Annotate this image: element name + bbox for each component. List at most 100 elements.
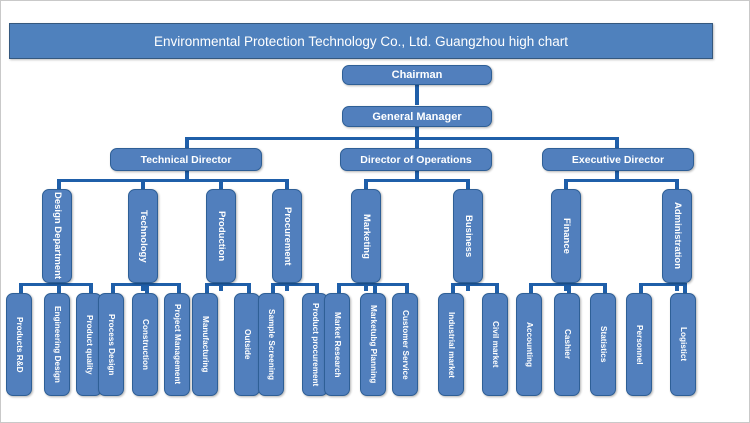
connector-drop-product-quality: [89, 283, 93, 294]
connector-chairman-to-gm: [415, 83, 419, 105]
node-customer-service-label: Customer Service: [401, 309, 411, 380]
connector-production-bus: [205, 283, 251, 286]
connector-dop-bus: [364, 179, 470, 182]
node-market-research-label: Market Research: [333, 311, 343, 378]
connector-ed-bus: [564, 179, 679, 182]
node-product-procurement[interactable]: Product procurement: [302, 293, 328, 396]
connector-td-bus: [57, 179, 289, 182]
connector-drop-personnel: [639, 283, 643, 294]
node-personnel-label: Personnel: [635, 324, 645, 365]
node-outside[interactable]: Outside: [234, 293, 260, 396]
node-marketing-label: Marketing: [360, 213, 372, 259]
connector-drop-business: [466, 179, 470, 191]
node-process-design-label: Process Design: [107, 313, 117, 376]
connector-drop-market-research: [337, 283, 341, 294]
connector-drop-process-design: [111, 283, 115, 294]
connector-drop-engineering-design: [57, 283, 61, 294]
connector-gm-down: [415, 127, 419, 139]
node-construction-label: Construction: [141, 319, 151, 370]
node-personnel[interactable]: Personnel: [626, 293, 652, 396]
connector-finance-down: [564, 283, 568, 291]
connector-dop-down: [415, 171, 419, 181]
connector-drop-finance: [564, 179, 568, 191]
node-administration[interactable]: Administration: [662, 189, 692, 283]
node-project-management[interactable]: Project Management: [164, 293, 190, 396]
node-marketing[interactable]: Marketing: [351, 189, 381, 283]
node-administration-label: Administration: [671, 202, 683, 270]
node-project-management-label: Project Management: [173, 304, 183, 385]
connector-business-down: [466, 283, 470, 291]
node-finance[interactable]: Finance: [551, 189, 581, 283]
connector-administration-down: [675, 283, 679, 291]
node-executive-director[interactable]: Executive Director: [542, 148, 694, 171]
node-procurement[interactable]: Procurement: [272, 189, 302, 283]
node-manufacturing[interactable]: Manufacturing: [192, 293, 218, 396]
connector-drop-operations-director: [415, 137, 419, 152]
node-technical-director[interactable]: Technical Director: [110, 148, 262, 171]
node-civil-market[interactable]: Civil market: [482, 293, 508, 396]
node-logistics[interactable]: Logistict: [670, 293, 696, 396]
connector-business-bus: [451, 283, 499, 286]
node-sample-screening[interactable]: Sample Screening: [258, 293, 284, 396]
node-construction[interactable]: Construction: [132, 293, 158, 396]
node-marketing-planning[interactable]: Marketubg Planning: [360, 293, 386, 396]
node-engineering-design-label: Engineering Design: [53, 306, 63, 383]
node-business[interactable]: Business: [453, 189, 483, 283]
connector-drop-logistics: [683, 283, 687, 294]
connector-administration-bus: [639, 283, 687, 286]
connector-drop-construction: [145, 283, 149, 294]
node-design-department[interactable]: Design Department: [42, 189, 72, 283]
chart-title-text: Environmental Protection Technology Co.,…: [153, 33, 568, 49]
node-chairman[interactable]: Chairman: [342, 65, 492, 85]
connector-drop-industrial-market: [451, 283, 455, 294]
connector-drop-technology: [141, 179, 145, 191]
node-chairman-label: Chairman: [391, 69, 443, 81]
connector-td-down: [185, 171, 189, 181]
node-statistics[interactable]: Statistics: [590, 293, 616, 396]
connector-drop-outside: [247, 283, 251, 294]
node-accounting[interactable]: Accounting: [516, 293, 542, 396]
node-cashier[interactable]: Cashier: [554, 293, 580, 396]
connector-drop-production: [219, 179, 223, 191]
node-engineering-design[interactable]: Engineering Design: [44, 293, 70, 396]
connector-drop-design-department: [57, 179, 61, 191]
connector-drop-statistics: [603, 283, 607, 294]
connector-drop-manufacturing: [205, 283, 209, 294]
node-technology[interactable]: Technology: [128, 189, 158, 283]
node-general-manager[interactable]: General Manager: [342, 106, 492, 127]
connector-drop-products-rd: [19, 283, 23, 294]
node-production[interactable]: Production: [206, 189, 236, 283]
node-market-research[interactable]: Market Research: [324, 293, 350, 396]
node-process-design[interactable]: Process Design: [98, 293, 124, 396]
connector-technology-down: [141, 283, 145, 291]
node-production-label: Production: [215, 210, 227, 262]
connector-drop-accounting: [529, 283, 533, 294]
connector-drop-product-procurement: [315, 283, 319, 294]
connector-drop-technical-director: [185, 137, 189, 152]
node-outside-label: Outside: [243, 329, 253, 360]
node-products-rd[interactable]: Products R&D: [6, 293, 32, 396]
node-sample-screening-label: Sample Screening: [267, 309, 277, 380]
connector-ed-down: [615, 171, 619, 181]
node-industrial-market[interactable]: Industrial market: [438, 293, 464, 396]
node-customer-service[interactable]: Customer Service: [392, 293, 418, 396]
node-product-quality[interactable]: Product quality: [76, 293, 102, 396]
connector-drop-customer-service: [405, 283, 409, 294]
node-cashier-label: Cashier: [563, 329, 573, 360]
connector-procurement-bus: [271, 283, 319, 286]
node-accounting-label: Accounting: [525, 321, 535, 368]
node-director-of-operations[interactable]: Director of Operations: [340, 148, 492, 171]
connector-drop-marketing-planning: [373, 283, 377, 294]
node-marketing-planning-label: Marketubg Planning: [369, 305, 379, 384]
connector-drop-executive-director: [615, 137, 619, 152]
connector-production-down: [219, 283, 223, 291]
connector-drop-civil-market: [495, 283, 499, 294]
connector-drop-cashier: [567, 283, 571, 294]
node-products-rd-label: Products R&D: [15, 316, 25, 373]
node-business-label: Business: [462, 214, 474, 258]
node-civil-market-label: Civil market: [491, 321, 501, 368]
node-statistics-label: Statistics: [599, 326, 609, 363]
connector-marketing-down: [364, 283, 368, 291]
